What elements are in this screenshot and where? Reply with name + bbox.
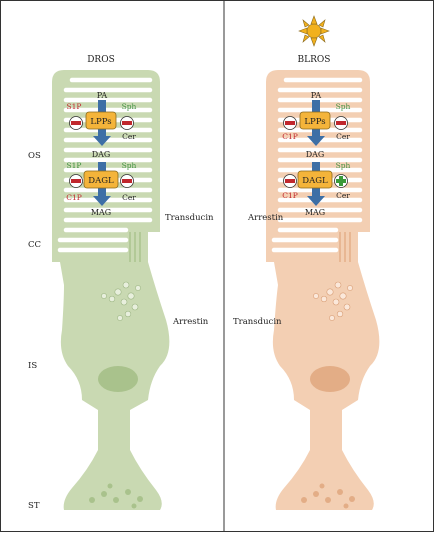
activate-plus-vertical [339,176,343,186]
connecting-cilium [129,232,141,262]
panel-blros: BLROS [233,15,380,510]
sun-icon [298,15,330,47]
arrestin-label: Arrestin [247,213,284,223]
inhibit-bar [71,179,81,183]
region-label-cc: CC [28,240,41,250]
s1p-top-label: S1P [67,102,82,111]
mag-label: MAG [305,208,325,217]
inhibit-bar [71,121,81,125]
mitochondria-vesicles [101,281,141,321]
transducin-label: Transducin [165,213,214,223]
dros-title: DROS [87,55,115,65]
sph-top-label: Sph [336,102,351,111]
panel-dros: DROS [52,20,214,510]
s1p-bottom-label: S1P [67,161,82,170]
nucleus [98,366,138,392]
dagl-enzyme-box [83,170,119,189]
sph-top-label: Sph [122,102,137,111]
synaptic-vesicles [89,483,143,509]
pa-label: PA [311,91,322,100]
c1p-bottom-label: C1P [282,191,298,200]
inhibit-bar [285,121,295,125]
lpps-label: LPPs [90,117,111,127]
mitochondria-vesicles [313,281,353,321]
cer-top-label: Cer [336,132,350,141]
dagl-label: DAGL [302,176,328,186]
cer-bottom-label: Cer [336,191,350,200]
dagl-label: DAGL [88,176,114,186]
cer-top-label: Cer [122,132,136,141]
nucleus [310,366,350,392]
c1p-top-label: C1P [282,132,298,141]
sph-bottom-label: Sph [336,161,351,170]
arrestin-label: Arrestin [172,317,209,327]
synaptic-vesicles [301,483,355,509]
blros-title: BLROS [298,55,331,65]
transducin-label: Transducin [233,317,282,327]
inhibit-bar [122,179,132,183]
region-label-os: OS [28,151,41,161]
inhibit-bar [336,121,346,125]
dag-label: DAG [306,150,325,159]
lpps-label: LPPs [304,117,325,127]
connecting-cilium [339,232,351,262]
dagl-enzyme-box [297,170,333,189]
region-label-is: IS [28,361,37,371]
dag-label: DAG [92,150,111,159]
inhibit-bar [122,121,132,125]
pa-label: PA [97,91,108,100]
lpps-enzyme-box [85,111,117,130]
inhibit-bar [285,179,295,183]
lpps-enzyme-box [299,111,331,130]
region-label-st: ST [28,501,40,511]
sph-bottom-label: Sph [122,161,137,170]
mag-label: MAG [91,208,111,217]
c1p-bottom-label: C1P [66,193,82,202]
cer-bottom-label: Cer [122,193,136,202]
